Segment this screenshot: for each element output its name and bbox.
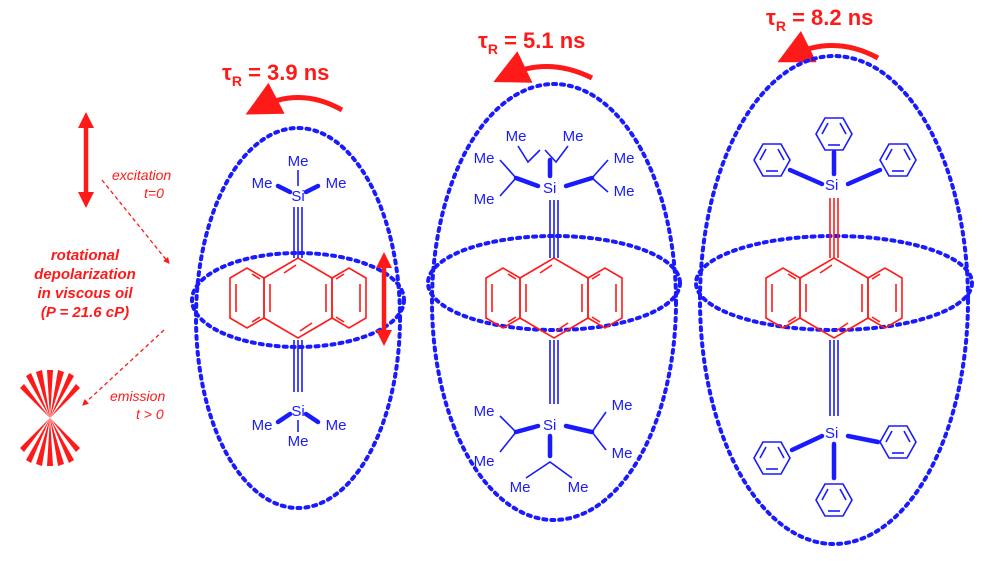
alkyne-3 bbox=[829, 198, 839, 416]
tms-group-top: Si Me Me Me bbox=[252, 153, 347, 205]
transition-dipole-arrow bbox=[376, 252, 392, 346]
caption-line-3: in viscous oil bbox=[37, 285, 133, 302]
svg-text:Me: Me bbox=[612, 445, 633, 462]
svg-text:Me: Me bbox=[474, 150, 495, 167]
svg-text:Si: Si bbox=[291, 188, 304, 205]
depolarized-emission-icon bbox=[20, 370, 80, 466]
svg-text:Me: Me bbox=[614, 183, 635, 200]
excitation-label: excitation bbox=[112, 167, 171, 183]
rotation-ellipsoid-inner-1 bbox=[190, 251, 406, 349]
svg-text:Me: Me bbox=[474, 403, 495, 420]
svg-text:Si: Si bbox=[825, 177, 838, 194]
rotation-arrow-3 bbox=[777, 30, 880, 63]
svg-text:Me: Me bbox=[614, 150, 635, 167]
svg-text:Me: Me bbox=[568, 479, 589, 496]
tps-group-bottom: Si bbox=[753, 425, 917, 517]
svg-text:Me: Me bbox=[474, 453, 495, 470]
svg-text:Me: Me bbox=[252, 417, 273, 434]
molecule-tps: τR = 8.2 ns Si Si bbox=[694, 5, 974, 546]
alkyne-2 bbox=[549, 200, 559, 404]
caption-line-1: rotational bbox=[51, 247, 120, 264]
anthracene-core-1 bbox=[229, 257, 367, 339]
caption-line-2: depolarization bbox=[34, 266, 136, 283]
tips-group-bottom: Si Me Me Me Me Me Me bbox=[474, 397, 633, 496]
anthracene-core-3 bbox=[765, 257, 903, 339]
tau-label-3: τR = 8.2 ns bbox=[766, 5, 873, 34]
emission-label: emission bbox=[110, 388, 165, 404]
svg-text:Me: Me bbox=[612, 397, 633, 414]
svg-text:Me: Me bbox=[510, 479, 531, 496]
caption-line-4: (P = 21.6 cP) bbox=[41, 304, 129, 321]
svg-text:Me: Me bbox=[252, 175, 273, 192]
anthracene-core-2 bbox=[485, 257, 623, 339]
rotation-ellipsoid-outer-2 bbox=[430, 82, 678, 522]
alkyne-1 bbox=[293, 207, 303, 392]
tau-label-1: τR = 3.9 ns bbox=[222, 60, 329, 89]
svg-text:Me: Me bbox=[563, 128, 584, 145]
svg-text:Si: Si bbox=[543, 180, 556, 197]
svg-text:Si: Si bbox=[543, 417, 556, 434]
rotation-arrow-2 bbox=[493, 51, 594, 83]
rotation-arrow-1 bbox=[245, 82, 344, 115]
svg-text:Me: Me bbox=[474, 191, 495, 208]
tau-label-2: τR = 5.1 ns bbox=[478, 28, 585, 57]
rotation-ellipsoid-outer-3 bbox=[698, 54, 970, 546]
molecule-tips: τR = 5.1 ns Si Me Me Me Me Me Me bbox=[426, 28, 682, 522]
emission-time-label: t > 0 bbox=[136, 406, 164, 422]
left-panel: excitation t=0 rotational depolarization… bbox=[20, 112, 171, 466]
tms-group-bottom: Si Me Me Me bbox=[252, 403, 347, 450]
svg-text:Me: Me bbox=[326, 175, 347, 192]
molecule-tms: τR = 3.9 ns Si Me Me Me Si bbox=[190, 60, 406, 510]
excitation-time-label: t=0 bbox=[144, 185, 164, 201]
tps-group-top: Si bbox=[753, 117, 917, 194]
svg-text:Me: Me bbox=[506, 128, 527, 145]
tips-group-top: Si Me Me Me Me Me Me bbox=[474, 128, 635, 208]
svg-text:Me: Me bbox=[326, 417, 347, 434]
excitation-polarization-arrow bbox=[78, 112, 94, 208]
rotation-ellipsoid-outer-1 bbox=[194, 126, 402, 510]
svg-text:Me: Me bbox=[288, 153, 309, 170]
excitation-dashed-arrow bbox=[101, 179, 170, 265]
svg-text:Si: Si bbox=[825, 425, 838, 442]
svg-text:Me: Me bbox=[288, 433, 309, 450]
svg-text:Si: Si bbox=[291, 403, 304, 420]
